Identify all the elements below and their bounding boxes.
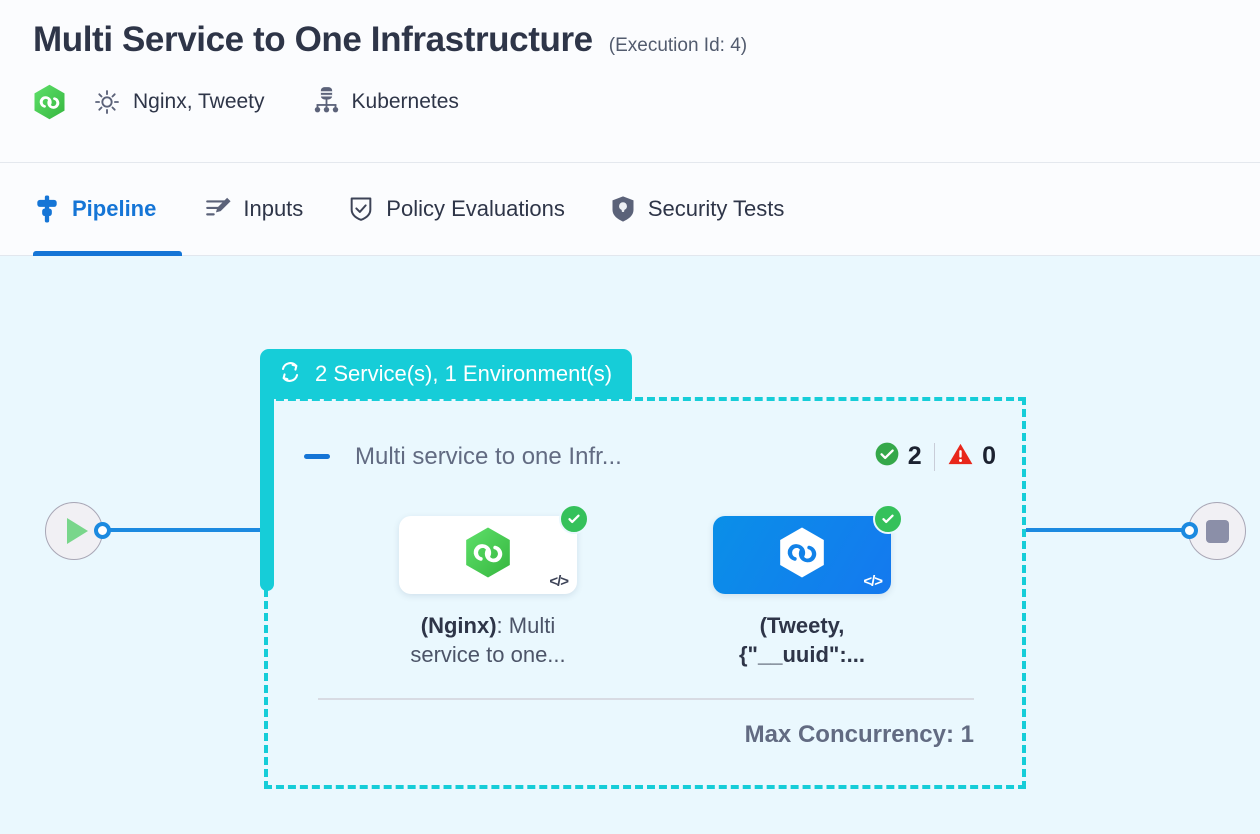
pipeline-icon — [33, 195, 61, 223]
end-node-handle[interactable] — [1181, 522, 1198, 539]
code-brackets-icon[interactable]: </> — [549, 573, 569, 590]
group-title: Multi service to one Infr... — [355, 442, 622, 470]
edge-start-to-group — [104, 528, 262, 532]
infrastructure-text: Kubernetes — [351, 90, 459, 113]
service-card-body[interactable]: </> — [399, 504, 589, 594]
loop-repeat-icon — [277, 359, 303, 390]
hexagon-infinity-logo-white-icon — [778, 526, 826, 584]
gear-icon — [93, 88, 121, 116]
check-circle-icon — [559, 504, 589, 534]
tab-security-tests[interactable]: Security Tests — [587, 163, 807, 256]
pipeline-canvas[interactable]: 2 Service(s), 1 Environment(s) Multi ser… — [0, 256, 1260, 834]
start-node-handle[interactable] — [94, 522, 111, 539]
check-circle-icon — [874, 441, 900, 472]
page-title: Multi Service to One Infrastructure — [33, 20, 593, 59]
success-count: 2 — [907, 442, 922, 470]
title-row: Multi Service to One Infrastructure (Exe… — [33, 18, 1260, 62]
shield-check-icon — [347, 195, 375, 223]
group-header-row: Multi service to one Infr... 2 — [304, 441, 996, 472]
max-concurrency-label: Max Concurrency: 1 — [744, 721, 974, 748]
tab-policy-evaluations-label: Policy Evaluations — [386, 196, 565, 221]
warning-count: 0 — [982, 442, 996, 470]
meta-row: Nginx, Tweety Kubernetes — [33, 84, 1260, 120]
inputs-pencil-icon — [204, 195, 232, 223]
group-tab-label: 2 Service(s), 1 Environment(s) — [315, 361, 613, 386]
service-group-container[interactable]: Multi service to one Infr... 2 — [264, 397, 1026, 789]
end-node[interactable] — [1188, 502, 1246, 560]
status-counters: 2 0 — [874, 441, 996, 472]
hexagon-infinity-logo-icon — [33, 84, 66, 120]
group-accent-bar — [260, 376, 274, 591]
cluster-node-icon — [313, 85, 340, 120]
counter-divider — [933, 442, 936, 471]
service-card-tweety[interactable]: </> (Tweety, {"__uuid":... — [707, 504, 903, 669]
tab-pipeline[interactable]: Pipeline — [33, 163, 183, 256]
page-header: Multi Service to One Infrastructure (Exe… — [0, 0, 1260, 163]
group-footer-divider — [318, 698, 974, 700]
services-text: Nginx, Tweety — [133, 90, 265, 113]
warning-counter: 0 — [947, 441, 996, 472]
warning-triangle-icon — [947, 441, 974, 472]
service-card-list: </> (Nginx): Multi service to one... — [268, 504, 1022, 669]
tab-inputs-label: Inputs — [243, 196, 304, 221]
shield-lock-icon — [609, 195, 637, 223]
service-card-label: (Nginx): Multi service to one... — [388, 611, 588, 669]
tab-pipeline-label: Pipeline — [72, 196, 157, 221]
start-node[interactable] — [45, 502, 103, 560]
check-circle-icon — [873, 504, 903, 534]
play-icon — [66, 518, 88, 544]
tab-inputs[interactable]: Inputs — [182, 163, 325, 256]
edge-group-to-end — [1026, 528, 1186, 532]
service-card-nginx[interactable]: </> (Nginx): Multi service to one... — [393, 504, 589, 669]
service-card-label-rest: : Multi service to one... — [410, 613, 566, 667]
minus-collapse-icon[interactable] — [304, 454, 330, 459]
tab-policy-evaluations[interactable]: Policy Evaluations — [325, 163, 587, 256]
service-card-body[interactable]: </> — [713, 504, 903, 594]
tab-bar: Pipeline Inputs Policy Evaluations — [0, 163, 1260, 256]
group-header-tab[interactable]: 2 Service(s), 1 Environment(s) — [260, 349, 633, 399]
service-card-label: (Tweety, {"__uuid":... — [702, 611, 902, 669]
hexagon-infinity-logo-green-icon — [464, 526, 512, 584]
service-card-label-bold: (Nginx) — [420, 613, 497, 638]
success-counter: 2 — [874, 441, 922, 472]
execution-id: (Execution Id: 4) — [608, 35, 748, 56]
stop-icon — [1205, 519, 1229, 543]
tab-security-tests-label: Security Tests — [647, 196, 785, 221]
code-brackets-icon[interactable]: </> — [863, 573, 883, 590]
service-card-label-bold: (Tweety, {"__uuid":... — [739, 613, 865, 667]
infrastructure-group: Kubernetes — [313, 85, 459, 120]
